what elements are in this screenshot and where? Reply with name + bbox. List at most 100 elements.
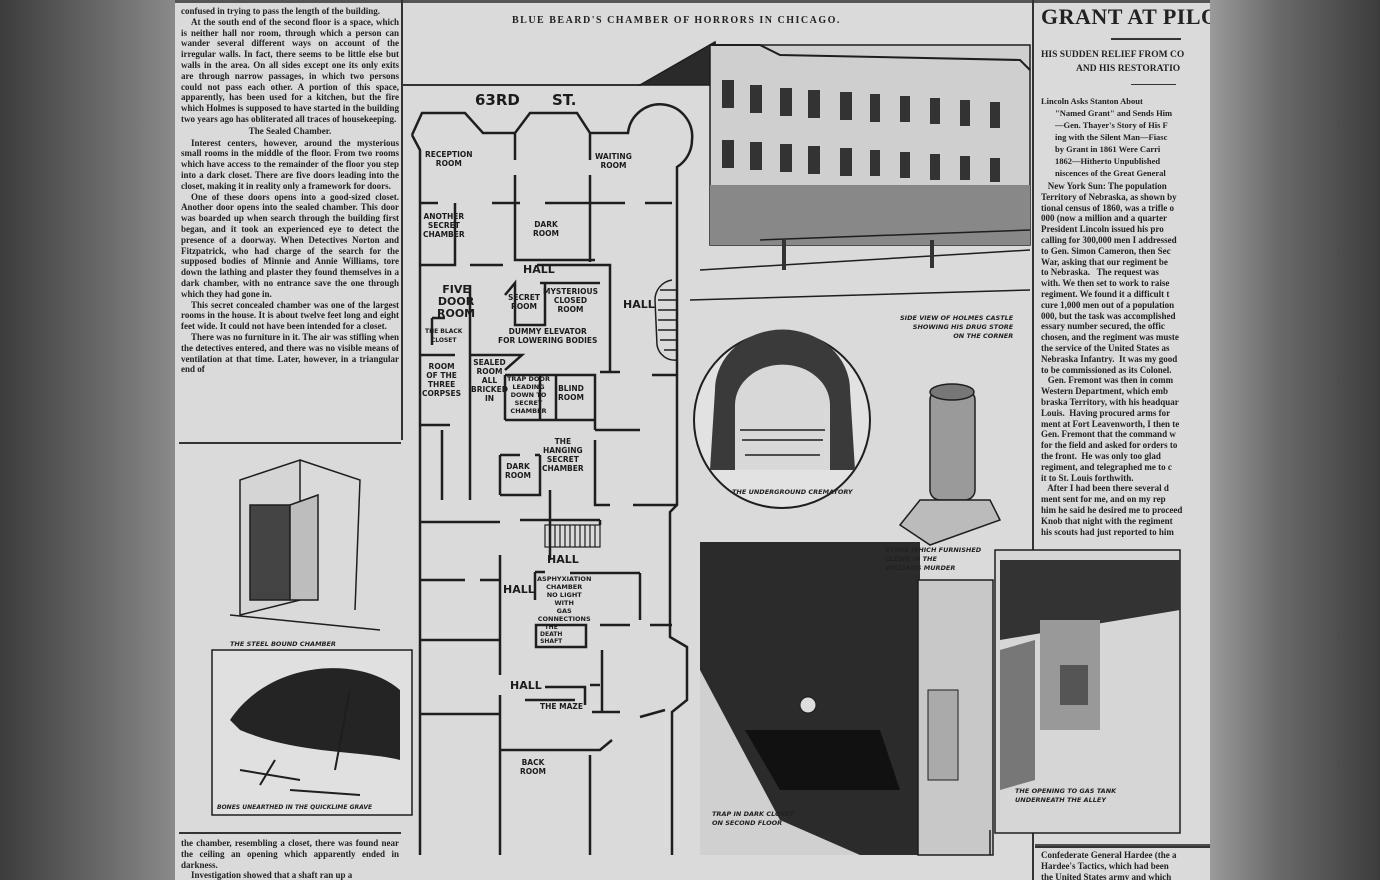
left-column-continuation: the chamber, resembling a closet, there … <box>181 838 399 880</box>
room-secret: SECRET ROOM <box>508 293 541 311</box>
text-line: for the field and asked for orders to <box>1041 440 1178 451</box>
paragraph: Interest centers, however, around the my… <box>181 137 399 191</box>
text-line: regiment. We found it a difficult t <box>1041 288 1170 299</box>
text-line: his scouts had just reported to him <box>1041 526 1174 537</box>
paragraph: Investigation showed that a shaft ran up… <box>191 870 353 880</box>
column-rule <box>1035 846 1210 848</box>
text-line: calling for 300,000 men I addressed <box>1041 234 1177 245</box>
text-line: chosen, and the regiment was muste <box>1041 332 1179 343</box>
room-dark-room: Dark room <box>533 220 559 238</box>
text-line: braska Territory, with his headquar <box>1041 396 1179 407</box>
blurred-background-left <box>0 0 175 880</box>
text-line: it to St. Louis forthwith. <box>1041 472 1134 483</box>
right-column-article: GRANT AT PILOT K HIS SUDDEN RELIEF FROM … <box>1041 4 1210 879</box>
room-hanging-secret-chamber: THE HANGING SECRET CHAMBER <box>542 437 584 473</box>
text-line: 000, but the task was accomplished <box>1041 310 1176 321</box>
deck-line: by Grant in 1861 Were Carri <box>1055 144 1161 154</box>
room-asphyxiation-chamber: ASPHYXIATION CHAMBER NO LIGHT WITH GAS C… <box>537 575 592 623</box>
floor-plan-outline <box>410 103 694 855</box>
column-rule <box>179 832 401 834</box>
deck-line: ing with the Silent Man—Fiasc <box>1055 132 1168 142</box>
maze-label: THE MAZE <box>540 702 583 711</box>
hall-label: HALL <box>623 298 655 311</box>
room-five-door: FIVE DOOR ROOM <box>437 283 476 320</box>
text-line: the front. He was only too glad <box>1041 450 1161 461</box>
paragraph: At the south end of the second floor is … <box>181 16 399 124</box>
illustration-title: BLUE BEARD'S CHAMBER OF HORRORS IN CHICA… <box>512 15 841 26</box>
text-line: the United States army and which <box>1041 871 1172 880</box>
steel-chamber-caption: The steel bound chamber <box>230 640 336 648</box>
steel-bound-chamber-illustration <box>229 458 381 631</box>
death-shaft-label: THE DEATH SHAFT <box>540 624 563 645</box>
stair-hatch-icon <box>544 524 601 548</box>
text-line: Knob that night with the regiment <box>1041 515 1173 526</box>
room-reception: Reception room <box>425 150 473 168</box>
stove-illustration <box>898 383 1002 546</box>
text-line: Louis. Having procured arms for <box>1041 407 1171 418</box>
room-three-corpses: Room of the three corpses <box>422 362 462 398</box>
text-line: After I had been there several d <box>1041 483 1169 494</box>
subhead: AND HIS RESTORATIO <box>1076 63 1181 74</box>
deck-line: Lincoln Asks Stanton About <box>1041 96 1143 106</box>
text-line: New York Sun: The population <box>1041 181 1167 191</box>
room-mysterious-closed: MYSTERIOUS CLOSED ROOM <box>543 287 598 314</box>
room-another-secret-chamber: Another secret chamber <box>423 212 465 239</box>
floor-plan-walls <box>420 133 677 855</box>
text-line: to Nebraska. The request was <box>1041 267 1159 278</box>
text-line: War, asking that our regiment be <box>1041 256 1168 267</box>
hall-label: HALL <box>547 553 579 566</box>
hall-label: HALL <box>510 679 542 692</box>
column-rule <box>401 0 403 440</box>
text-line: to Gen. Simon Cameron, then Sec <box>1041 245 1171 256</box>
subhead: The Sealed Chamber. <box>248 125 332 136</box>
stove-caption: Stove which furnished clews in the Willi… <box>885 546 982 572</box>
deck-line: "Named Grant" and Sends Him <box>1055 108 1173 118</box>
text-line: regiment, and telegraphed me to c <box>1041 461 1172 472</box>
dummy-elevator-label: DUMMY ELEVATOR FOR LOWERING BODIES <box>498 327 598 345</box>
text-line: Gen. Fremont was then in comm <box>1041 375 1174 386</box>
castle-caption: Side view of Holmes castle showing his d… <box>900 314 1014 340</box>
text-line: to be commissioned as its Colonel. <box>1041 364 1172 375</box>
text-line: Hardee's Tactics, which had been <box>1041 860 1169 871</box>
text-line: Territory of Nebraska, as shown by <box>1041 191 1177 202</box>
text-line: cure 1,000 men out of a population <box>1041 299 1175 310</box>
illustrations-svg <box>211 40 1210 856</box>
divider <box>1111 38 1181 40</box>
hall-label: HALL <box>503 583 535 596</box>
paragraph: This secret concealed chamber was one of… <box>181 299 399 332</box>
bones-caption: Bones unearthed in the quicklime grave <box>217 804 373 811</box>
room-dark-room: DARK ROOM <box>505 462 531 480</box>
text-line: ment sent for me, and on my rep <box>1041 494 1166 505</box>
crematory-caption: The underground crematory <box>732 488 853 496</box>
text-line: Western Department, which emb <box>1041 386 1168 397</box>
trap-caption: Trap in dark closet on second floor <box>712 810 795 827</box>
divider <box>1131 83 1176 85</box>
street-suffix-label: ST. <box>552 91 577 109</box>
text-line: the service of the United States as <box>1041 342 1170 353</box>
room-sealed: SEALED ROOM ALL BRICKED IN <box>471 358 508 403</box>
text-line: essary number secured, the offic <box>1041 321 1165 332</box>
text-line: Nebraska Infantry. It was my good <box>1041 353 1178 364</box>
text-line: tional census of 1860, was a trifle o <box>1041 202 1174 213</box>
text-line: Confederate General Hardee (the a <box>1041 850 1177 860</box>
newspaper-page: confused in trying to pass the length of… <box>175 0 1210 880</box>
deck-line: niscences of the Great General <box>1055 168 1166 178</box>
room-waiting: Waiting room <box>595 152 632 170</box>
spiral-staircase-icon <box>654 279 678 361</box>
text-line: 000 (now a million and a quarter <box>1041 213 1168 224</box>
text-line: Gen. Fremont that the command w <box>1041 429 1176 440</box>
column-rule <box>179 442 401 444</box>
subhead: HIS SUDDEN RELIEF FROM CO <box>1041 49 1185 60</box>
paragraph: confused in trying to pass the length of… <box>181 6 381 16</box>
headline: GRANT AT PILOT K <box>1041 4 1210 29</box>
room-blind: BLIND ROOM <box>558 384 584 402</box>
deck-line: —Gen. Thayer's Story of His F <box>1055 120 1168 130</box>
blurred-background-right <box>1210 0 1380 880</box>
text-line: ment at Fort Leavenworth, I then te <box>1041 418 1180 429</box>
room-black-closet: The black closet <box>425 328 463 344</box>
castle-building-sketch <box>637 40 1031 301</box>
text-line: him he said he desired me to proceed <box>1041 504 1183 515</box>
crematory-illustration <box>693 329 871 509</box>
